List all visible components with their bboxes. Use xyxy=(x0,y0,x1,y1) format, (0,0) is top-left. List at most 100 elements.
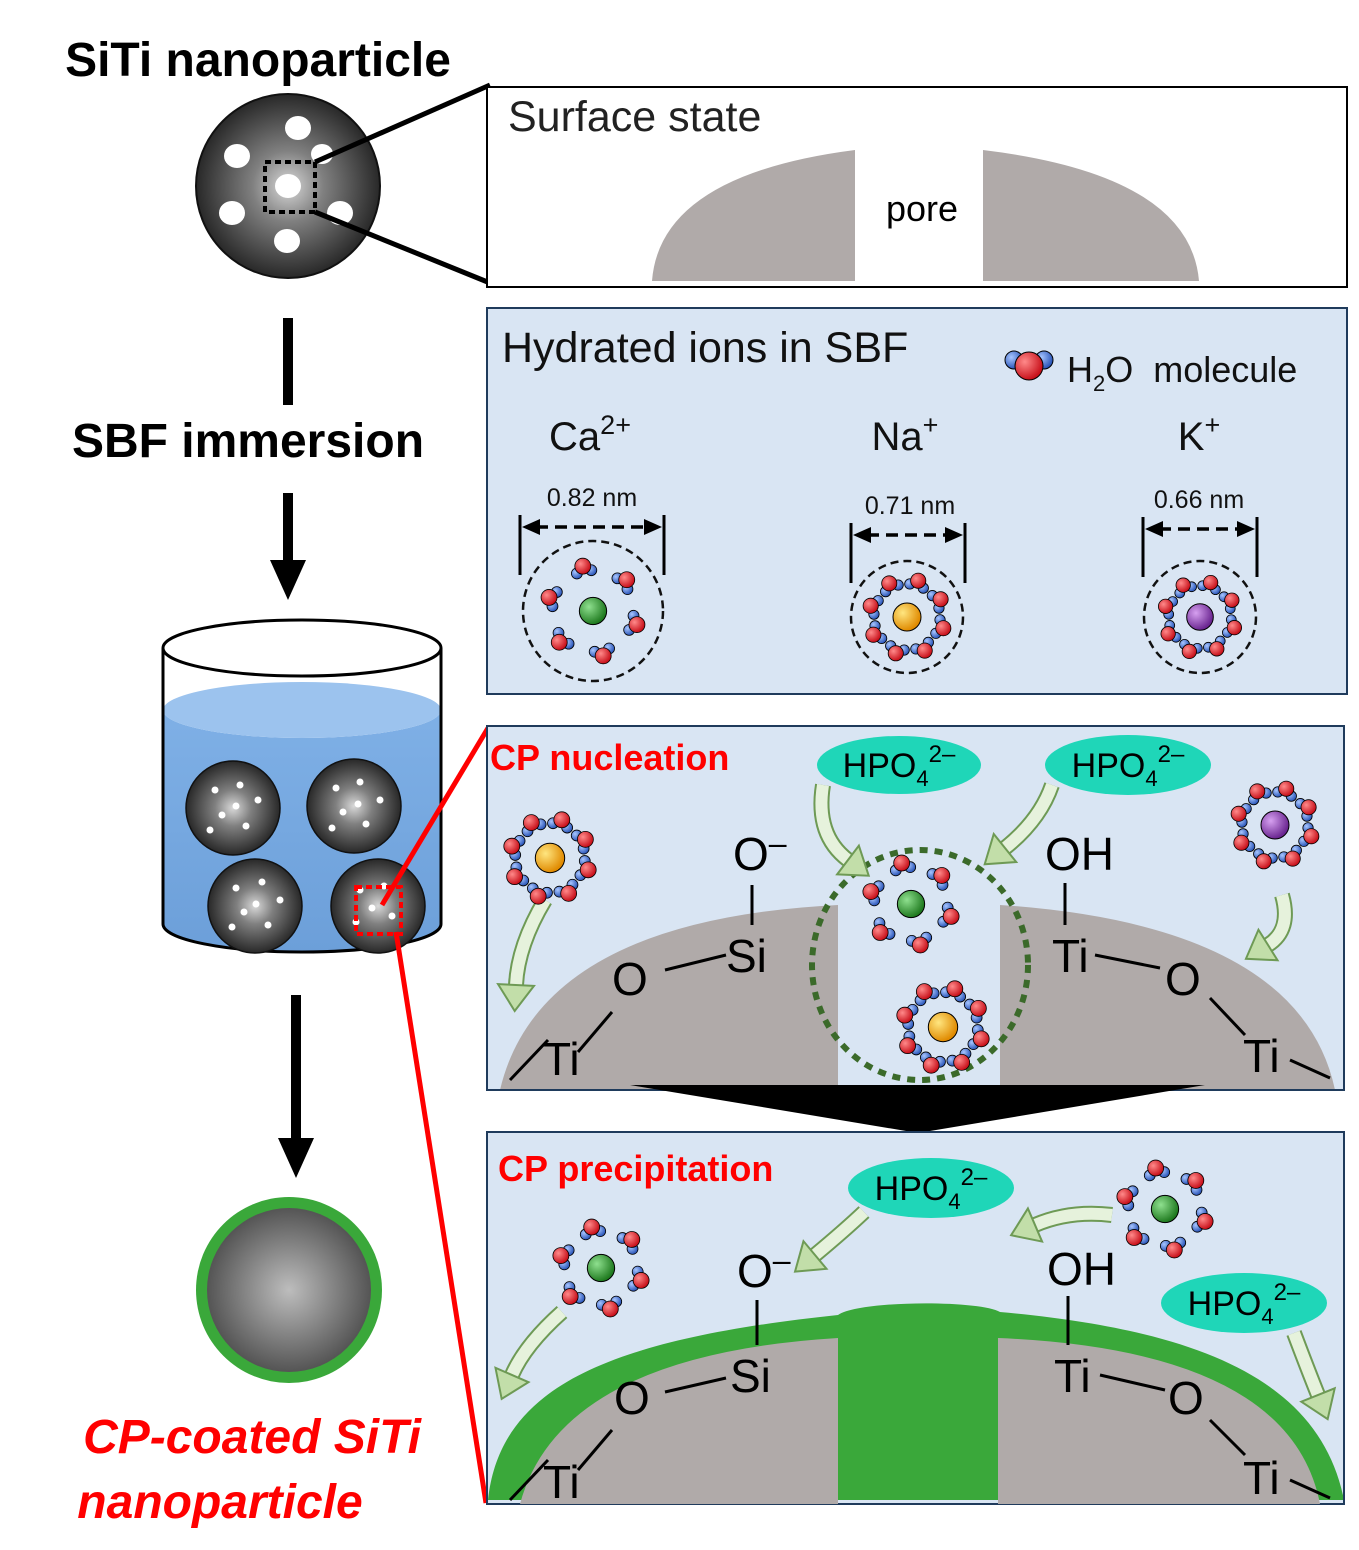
dimension-marker xyxy=(518,515,666,575)
hydrated-na-ion xyxy=(896,980,990,1074)
hydrated-k-ion xyxy=(1230,780,1320,870)
arrow-down-2 xyxy=(278,995,314,1178)
water-molecule xyxy=(905,931,933,954)
water-molecule xyxy=(611,571,636,596)
ion-size-k: 0.66 nm xyxy=(1154,486,1244,514)
result-label-line2: nanoparticle xyxy=(77,1476,362,1529)
surface-state-panel: Surface state pore xyxy=(486,86,1348,288)
arrow-ca-to-surface xyxy=(494,1306,568,1401)
hydrated-ca-ion xyxy=(552,1218,650,1318)
nuc-ti-right: Ti xyxy=(1243,1030,1280,1082)
arrow-phosphate-to-site-2 xyxy=(983,782,1060,866)
precipitation-title: CP precipitation xyxy=(498,1148,773,1189)
hydrated-ca-ion xyxy=(1116,1159,1214,1259)
pre-ti-middle: Ti xyxy=(1054,1350,1091,1402)
water-molecule xyxy=(553,878,579,902)
siti-title: SiTi nanoparticle xyxy=(65,34,451,87)
ion-label-na: Na+ xyxy=(872,410,939,459)
water-molecule xyxy=(574,855,597,882)
dimension-marker xyxy=(1141,517,1259,577)
hydrated-ions-title: Hydrated ions in SBF xyxy=(502,324,908,372)
nuc-o-right: O xyxy=(1165,953,1201,1005)
nuc-o-left: O xyxy=(612,953,648,1005)
water-molecule xyxy=(865,620,888,644)
water-molecule xyxy=(570,829,594,855)
water-molecule xyxy=(1230,803,1252,828)
pre-o-left: O xyxy=(614,1372,650,1424)
arrow-phosphate-to-surface xyxy=(1286,1330,1337,1421)
pre-ti-left: Ti xyxy=(543,1456,580,1508)
cp-precipitation-panel: CP precipitation Ti O Si O– OH Ti O Ti xyxy=(486,1131,1345,1508)
nuc-ti-middle: Ti xyxy=(1052,930,1089,982)
water-molecule xyxy=(1197,574,1221,596)
water-molecule xyxy=(1179,638,1203,660)
water-molecule xyxy=(506,861,530,887)
water-molecule xyxy=(1116,1185,1139,1212)
water-molecule xyxy=(1253,848,1278,870)
water-molecule xyxy=(862,880,885,907)
water-molecule xyxy=(919,1051,946,1074)
red-zoom-line-bottom xyxy=(393,931,489,1504)
water-molecule xyxy=(1160,620,1182,643)
pre-ti-right: Ti xyxy=(1243,1452,1280,1504)
phosphate-ion-bubble: HPO42– xyxy=(848,1158,1014,1218)
phosphate-ion-bubble: HPO42– xyxy=(1045,735,1211,795)
arrow-phosphate-to-o-minus xyxy=(793,1206,870,1273)
water-molecule xyxy=(871,917,896,941)
red-zoom-line-top xyxy=(379,726,491,907)
water-molecule xyxy=(914,983,940,1007)
pre-bonds xyxy=(508,1296,1331,1502)
zoom-box-beaker xyxy=(354,885,403,936)
hydrated-ca-ion xyxy=(862,854,960,954)
nuc-o-minus: O– xyxy=(733,825,787,880)
water-molecule xyxy=(571,557,598,580)
nucleation-title: CP nucleation xyxy=(490,737,729,778)
nucleation-site-ring xyxy=(809,847,1031,1083)
water-molecule xyxy=(1221,614,1243,638)
water-molecule xyxy=(930,614,952,639)
pre-si: Si xyxy=(730,1350,771,1402)
water-molecule xyxy=(963,998,987,1024)
water-molecule xyxy=(926,867,951,891)
ion-label-k: K+ xyxy=(1178,410,1220,459)
hydrated-ions-panel: Hydrated ions in SBF H2O molecule Ca2+0.… xyxy=(486,307,1348,695)
transition-arrow xyxy=(630,1085,1205,1133)
nuc-si: Si xyxy=(726,930,767,982)
water-molecule xyxy=(616,1231,641,1255)
ion-size-ca: 0.82 nm xyxy=(547,484,637,512)
sbf-immersion-label: SBF immersion xyxy=(72,415,424,468)
nuc-surface-right xyxy=(1000,905,1335,1089)
siti-nanoparticle xyxy=(195,93,381,279)
nuc-oh: OH xyxy=(1045,828,1114,880)
pore-label: pore xyxy=(886,188,958,229)
water-molecule xyxy=(623,609,646,636)
water-molecule xyxy=(904,572,929,594)
pre-o-minus: O– xyxy=(737,1242,791,1297)
arrow-k-to-surface xyxy=(1244,892,1293,962)
water-molecule xyxy=(946,1047,972,1071)
arrow-na-to-surface xyxy=(496,895,552,1013)
water-molecule xyxy=(1191,1206,1214,1233)
water-molecule xyxy=(885,640,910,662)
water-molecule xyxy=(1143,1159,1171,1182)
phosphate-ion-bubble: HPO42– xyxy=(817,736,981,794)
water-molecule xyxy=(1125,1222,1150,1246)
phosphate-label: HPO42– xyxy=(875,1164,988,1214)
water-molecule xyxy=(1159,1236,1187,1259)
water-molecule xyxy=(1174,577,1197,599)
water-molecule xyxy=(547,811,574,834)
arrow-ca-to-oh xyxy=(1009,1205,1113,1243)
phosphate-ion-bubble: HPO42– xyxy=(1161,1273,1327,1333)
pre-surface-left xyxy=(520,1338,838,1504)
zoom-line-top xyxy=(313,82,492,165)
water-molecule xyxy=(627,1265,650,1292)
water-molecule xyxy=(588,642,615,665)
cp-coated-particle xyxy=(196,1197,382,1383)
water-molecule xyxy=(967,1024,990,1051)
water-molecule xyxy=(595,1295,623,1318)
water-molecule xyxy=(1294,798,1317,822)
water-molecule xyxy=(926,590,949,614)
ion-size-na: 0.71 nm xyxy=(865,492,955,520)
phosphate-label: HPO42– xyxy=(1188,1279,1301,1329)
phosphate-label: HPO42– xyxy=(843,741,956,791)
